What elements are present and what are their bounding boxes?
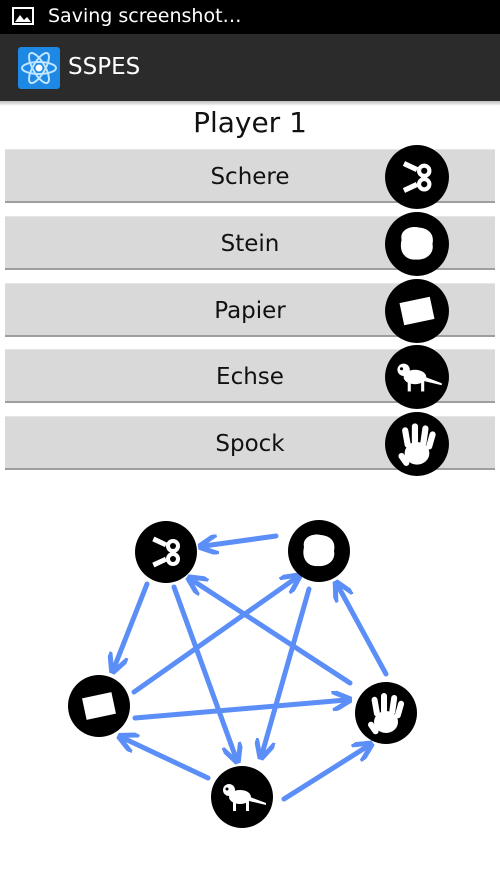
rules-diagram — [68, 520, 417, 828]
arrow-stein-to-echse — [262, 586, 312, 754]
arrow-stein-to-schere — [204, 533, 279, 546]
image-notification-icon — [12, 7, 34, 25]
choice-button-stein[interactable]: Stein — [5, 216, 495, 270]
choice-label: Papier — [214, 298, 286, 324]
rock-icon — [384, 211, 450, 277]
status-text: Saving screenshot… — [48, 5, 242, 27]
choice-label: Echse — [216, 364, 284, 390]
scissors-icon — [135, 521, 197, 583]
arrow-spock-to-stein — [338, 586, 389, 677]
lizard-icon — [211, 766, 273, 828]
arrow-papier-to-stein — [131, 578, 296, 695]
status-bar: Saving screenshot… — [0, 0, 500, 34]
choice-button-schere[interactable]: Schere — [5, 149, 495, 203]
app-title: SSPES — [68, 54, 141, 80]
arrow-schere-to-papier — [114, 581, 150, 668]
scissors-icon — [384, 144, 450, 210]
action-bar-shadow — [0, 101, 500, 106]
paper-icon — [384, 278, 450, 344]
choice-button-papier[interactable]: Papier — [5, 283, 495, 337]
arrow-papier-to-spock — [132, 700, 346, 721]
choice-label: Stein — [220, 231, 280, 257]
arrow-echse-to-papier — [123, 738, 211, 781]
action-bar: SSPES — [0, 34, 500, 106]
choice-label: Schere — [210, 164, 290, 190]
atom-icon[interactable] — [18, 47, 60, 89]
lizard-icon — [384, 344, 450, 410]
choice-button-echse[interactable]: Echse — [5, 349, 495, 403]
player-title: Player 1 — [193, 106, 307, 139]
arrow-schere-to-echse — [171, 584, 236, 758]
spock-hand-icon — [384, 411, 450, 477]
choice-button-spock[interactable]: Spock — [5, 416, 495, 470]
choice-label: Spock — [215, 431, 285, 457]
rock-icon — [288, 520, 350, 582]
arrow-spock-to-schere — [192, 580, 353, 686]
paper-icon — [68, 675, 130, 737]
arrow-echse-to-spock — [281, 746, 368, 802]
spock-hand-icon — [355, 682, 417, 744]
